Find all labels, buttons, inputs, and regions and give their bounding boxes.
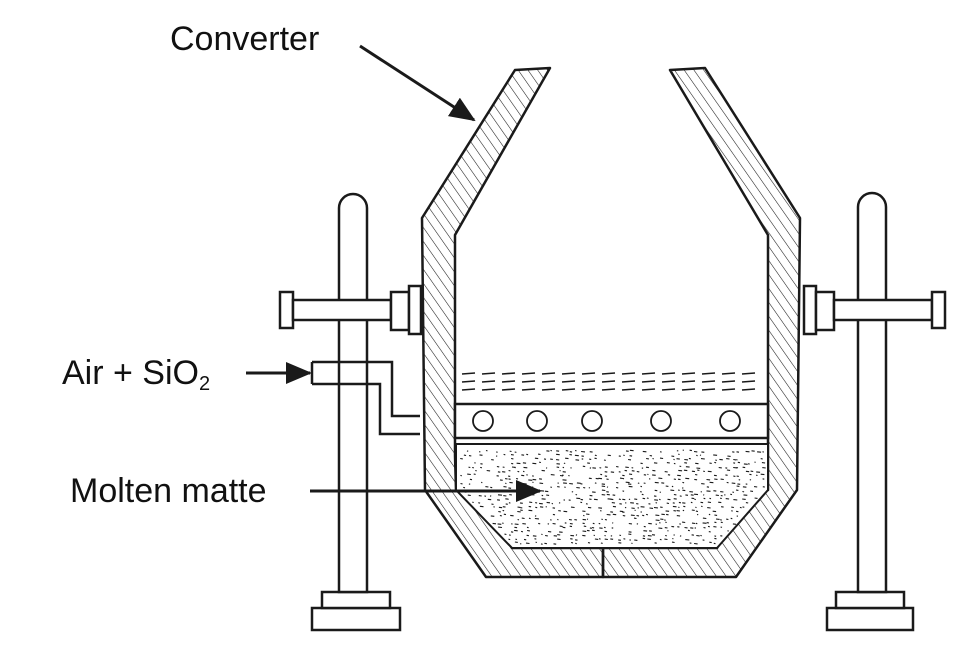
right-stand-base <box>825 606 915 632</box>
gas-dash <box>701 380 716 383</box>
gas-dash <box>621 372 636 375</box>
gas-dash <box>521 372 536 375</box>
air-sio2-label: Air + SiO2 <box>62 354 210 394</box>
left-stand-foot <box>320 590 392 610</box>
bubble <box>719 410 741 432</box>
gas-dash <box>601 372 616 375</box>
right-stand-column <box>856 191 888 594</box>
gas-dash <box>461 372 476 375</box>
gas-dash <box>641 380 656 383</box>
left-trunnion <box>278 284 423 336</box>
right-trunnion-shaft <box>832 298 934 322</box>
gas-dash <box>681 388 696 391</box>
bubble <box>526 410 548 432</box>
air-bubbles <box>472 410 741 432</box>
gas-dash <box>701 372 716 375</box>
gas-dash <box>641 388 656 391</box>
air-inlet-pipe <box>310 360 420 436</box>
slag-band <box>453 402 770 440</box>
gas-dash <box>701 388 716 391</box>
right-trunnion-block <box>802 284 818 336</box>
gas-dash <box>541 388 556 391</box>
converter-arrow <box>359 44 476 122</box>
gas-dash <box>621 380 636 383</box>
gas-dash <box>481 388 496 391</box>
right-trunnion <box>802 284 947 336</box>
left-stand-base <box>310 606 402 632</box>
gas-dash <box>561 372 576 375</box>
right-support-stand <box>825 191 915 632</box>
bubble <box>650 410 672 432</box>
right-trunnion-collar <box>814 290 836 332</box>
converter-label: Converter <box>170 20 320 58</box>
matte-texture <box>460 449 766 545</box>
left-stand-column <box>337 192 369 594</box>
gas-dash <box>521 380 536 383</box>
gas-dash <box>721 380 736 383</box>
right-trunnion-cap <box>930 290 947 330</box>
left-support-stand <box>310 192 402 632</box>
slag-layer <box>453 402 770 440</box>
gas-dash-marks <box>461 372 756 391</box>
gas-dash <box>741 388 756 391</box>
gas-dash <box>601 388 616 391</box>
gas-dash <box>481 380 496 383</box>
gas-dash <box>721 372 736 375</box>
gas-dash <box>481 372 496 375</box>
gas-dash <box>501 372 516 375</box>
air-sio2-subscript: 2 <box>198 373 211 395</box>
gas-dash <box>661 372 676 375</box>
gas-dash <box>741 372 756 375</box>
gas-dash <box>561 388 576 391</box>
gas-dash <box>521 388 536 391</box>
air-sio2-main: Air + SiO <box>62 354 199 392</box>
gas-dash <box>541 380 556 383</box>
bubble <box>581 410 603 432</box>
gas-dash <box>721 388 736 391</box>
gas-dash <box>741 380 756 383</box>
molten-matte-label: Molten matte <box>70 472 267 510</box>
left-trunnion-cap <box>278 290 295 330</box>
gas-dash <box>461 380 476 383</box>
left-trunnion-collar <box>389 290 411 332</box>
gas-dash <box>541 372 556 375</box>
gas-dash <box>601 380 616 383</box>
gas-dash <box>681 372 696 375</box>
left-trunnion-block <box>407 284 423 336</box>
gas-dash <box>501 388 516 391</box>
gas-dash <box>641 372 656 375</box>
gas-dash <box>501 380 516 383</box>
gas-dash <box>681 380 696 383</box>
gas-dash <box>581 372 596 375</box>
gas-dash <box>581 380 596 383</box>
gas-dash <box>461 388 476 391</box>
gas-dash <box>621 388 636 391</box>
left-trunnion-shaft <box>291 298 393 322</box>
gas-dash <box>561 380 576 383</box>
bubble <box>472 410 494 432</box>
right-stand-foot <box>834 590 906 610</box>
gas-dash <box>661 388 676 391</box>
gas-dash <box>581 388 596 391</box>
gas-dash <box>661 380 676 383</box>
